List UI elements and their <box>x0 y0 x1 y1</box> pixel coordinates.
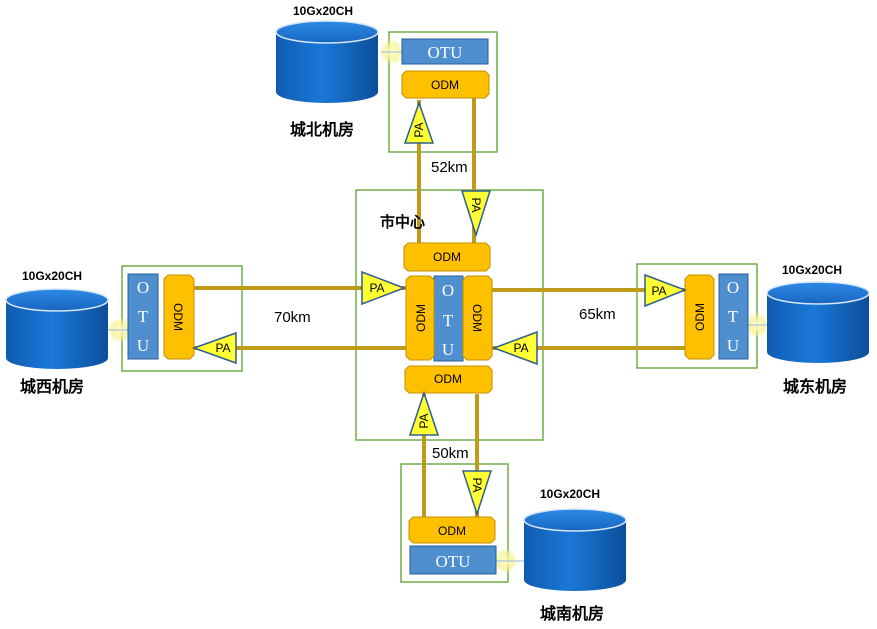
west-capacity-label: 10Gx20CH <box>22 269 83 283</box>
north-pa-up: PA <box>403 100 435 144</box>
center-otu: O T U <box>433 275 464 362</box>
east-pa-out: PA <box>644 273 688 308</box>
north-room-cylinder <box>275 20 379 103</box>
svg-text:ODM: ODM <box>414 304 428 332</box>
west-odm: ODM <box>163 274 195 360</box>
north-distance-label: 52km <box>431 159 468 176</box>
center-title: 市中心 <box>380 213 426 231</box>
svg-text:U: U <box>727 336 739 355</box>
west-room-cylinder <box>5 288 109 369</box>
center-odm-top: ODM <box>403 242 491 272</box>
svg-text:ODM: ODM <box>693 303 707 331</box>
svg-text:T: T <box>138 307 149 326</box>
svg-text:ODM: ODM <box>434 372 462 386</box>
svg-text:OTU: OTU <box>428 43 463 62</box>
center-odm-bottom: ODM <box>404 365 493 394</box>
west-distance-label: 70km <box>274 309 311 326</box>
south-pa-up: PA <box>408 390 440 436</box>
svg-text:PA: PA <box>369 281 384 295</box>
south-room-name: 城南机房 <box>540 604 605 623</box>
south-otu: OTU <box>409 545 497 575</box>
svg-text:T: T <box>443 311 454 330</box>
south-odm: ODM <box>408 516 496 544</box>
svg-text:PA: PA <box>469 197 483 212</box>
west-room-name: 城西机房 <box>20 377 85 396</box>
svg-text:U: U <box>442 340 454 359</box>
north-capacity-label: 10Gx20CH <box>293 4 354 18</box>
center-odm-right: ODM <box>462 275 493 361</box>
west-otu: O T U <box>127 273 159 360</box>
svg-text:PA: PA <box>417 413 431 428</box>
svg-text:OTU: OTU <box>436 552 471 571</box>
svg-text:PA: PA <box>215 341 230 355</box>
south-room-cylinder <box>523 508 627 591</box>
north-pa-down: PA <box>460 190 492 238</box>
south-pa-down: PA <box>461 470 493 517</box>
east-odm: ODM <box>684 274 715 360</box>
east-pa-in: PA <box>491 330 538 366</box>
north-odm: ODM <box>401 70 490 99</box>
svg-text:ODM: ODM <box>431 78 459 92</box>
svg-text:PA: PA <box>412 122 426 137</box>
east-capacity-label: 10Gx20CH <box>782 263 843 277</box>
west-pa-in: PA <box>191 331 237 365</box>
east-distance-label: 65km <box>579 306 616 323</box>
south-site-box <box>400 463 509 583</box>
south-distance-label: 50km <box>432 445 469 462</box>
south-capacity-label: 10Gx20CH <box>540 487 601 501</box>
west-pa-out: PA <box>361 270 407 306</box>
svg-text:PA: PA <box>513 341 528 355</box>
center-site-box <box>355 189 544 441</box>
east-otu: O T U <box>718 273 749 360</box>
center-odm-left: ODM <box>405 275 435 361</box>
svg-text:U: U <box>137 336 149 355</box>
svg-text:O: O <box>442 281 454 300</box>
svg-text:O: O <box>137 278 149 297</box>
svg-text:PA: PA <box>470 477 484 492</box>
svg-text:ODM: ODM <box>470 304 484 332</box>
north-site-box <box>388 31 498 153</box>
svg-text:ODM: ODM <box>171 303 185 331</box>
east-room-name: 城东机房 <box>783 377 848 396</box>
svg-text:O: O <box>727 278 739 297</box>
svg-text:T: T <box>728 307 739 326</box>
east-room-cylinder <box>766 281 870 363</box>
north-room-name: 城北机房 <box>290 120 355 139</box>
svg-text:PA: PA <box>651 284 666 298</box>
svg-text:ODM: ODM <box>433 250 461 264</box>
north-otu: OTU <box>401 38 489 65</box>
svg-text:ODM: ODM <box>438 524 466 538</box>
